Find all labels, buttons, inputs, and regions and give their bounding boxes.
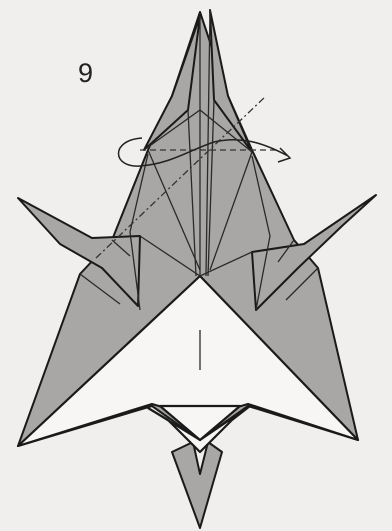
tail-point [172,442,222,528]
